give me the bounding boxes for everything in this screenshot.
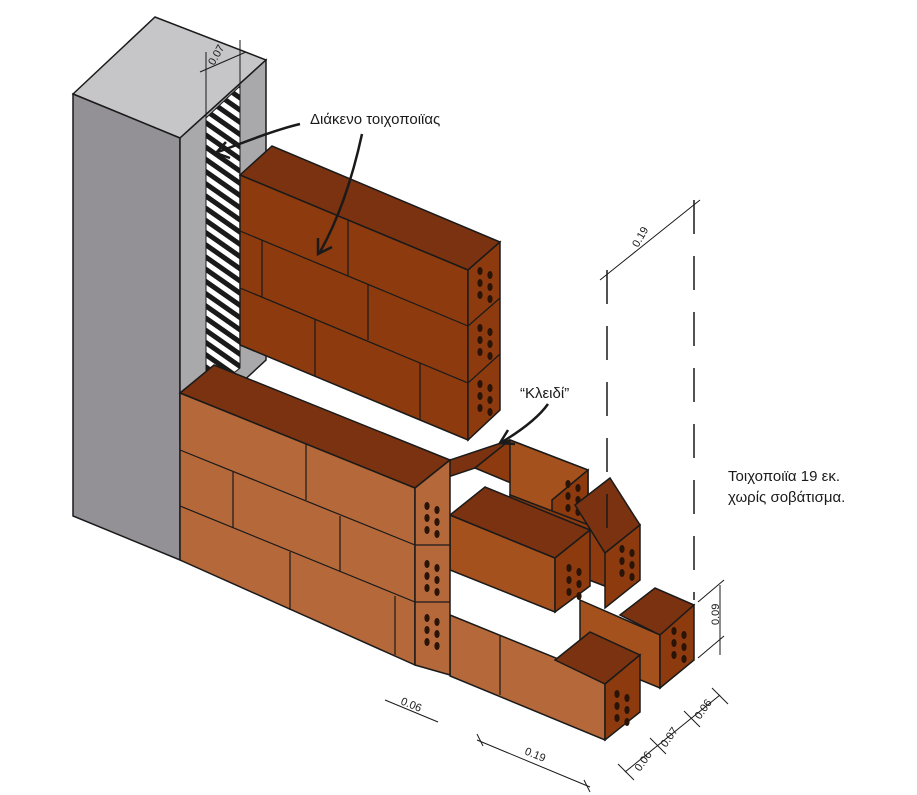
wall-note-line-2: χωρίς σοβάτισμα. (728, 489, 846, 506)
key-label: “Κλειδί” (520, 385, 569, 402)
wall-arrowhead (316, 238, 333, 257)
gap-label: Διάκενο τοιχοποιϊας (310, 111, 440, 128)
upper-brick-wall (238, 145, 502, 442)
width-tick-2 (649, 737, 667, 755)
wall-arrow (318, 133, 364, 253)
course-height-tick-top (697, 579, 725, 603)
upper-wall-end (467, 240, 501, 442)
gap-arrow (217, 122, 301, 154)
front-course-2-end (604, 653, 641, 742)
width-tick-4 (711, 687, 729, 705)
column-front (72, 92, 181, 562)
upper-course-line-2 (239, 287, 469, 384)
course-height-tick-bottom (697, 635, 725, 659)
lower-course-line-2 (179, 505, 416, 603)
face-shell-dimension: 0.06 (399, 696, 423, 715)
return-wall (414, 438, 696, 742)
course-height-dimension-group: 0.09 (697, 579, 725, 659)
brick-length-dimension: 0.19 (523, 746, 547, 765)
wall-note-line-1: Τοιχοποιϊα 19 εκ. (728, 468, 840, 485)
wall-height-dimension-line (599, 199, 701, 281)
upper-end-joint-2 (467, 353, 501, 384)
course-height-dimension: 0.09 (710, 604, 722, 625)
face-shell-dimension-line (384, 699, 439, 723)
key-arrow (501, 403, 550, 444)
key-brick-end (414, 458, 451, 676)
width-tick-3 (683, 710, 701, 728)
width-dimension-a: 0.06 (633, 749, 655, 773)
masonry-gap-hatch (205, 84, 241, 397)
width-dimension-line (624, 694, 721, 773)
brick-length-tick-right (583, 779, 591, 793)
upper-course-line-1 (239, 230, 469, 327)
wall-note: Τοιχοποιϊα 19 εκ. χωρίς σοβάτισμα. (728, 466, 917, 508)
lower-course-line-1 (179, 449, 416, 546)
gap-dimension-line (199, 51, 247, 73)
brick-length-dimension-line (476, 739, 591, 788)
front-course-1-end (554, 528, 591, 614)
return-course-2-end (604, 523, 641, 610)
wall-height-dimension: 0.19 (630, 225, 651, 250)
lower-brick-wall (178, 364, 452, 667)
upper-end-joint-1 (467, 297, 501, 327)
key-arrowhead (497, 429, 516, 446)
width-tick-1 (617, 763, 635, 781)
brick-length-tick-left (476, 733, 484, 747)
width-dimension-c: 0.06 (693, 697, 715, 721)
annotations: Διάκενο τοιχοποιϊας “Κλειδί” (213, 111, 569, 446)
return-course-3-end (659, 603, 695, 690)
gap-arrowhead (213, 141, 231, 160)
